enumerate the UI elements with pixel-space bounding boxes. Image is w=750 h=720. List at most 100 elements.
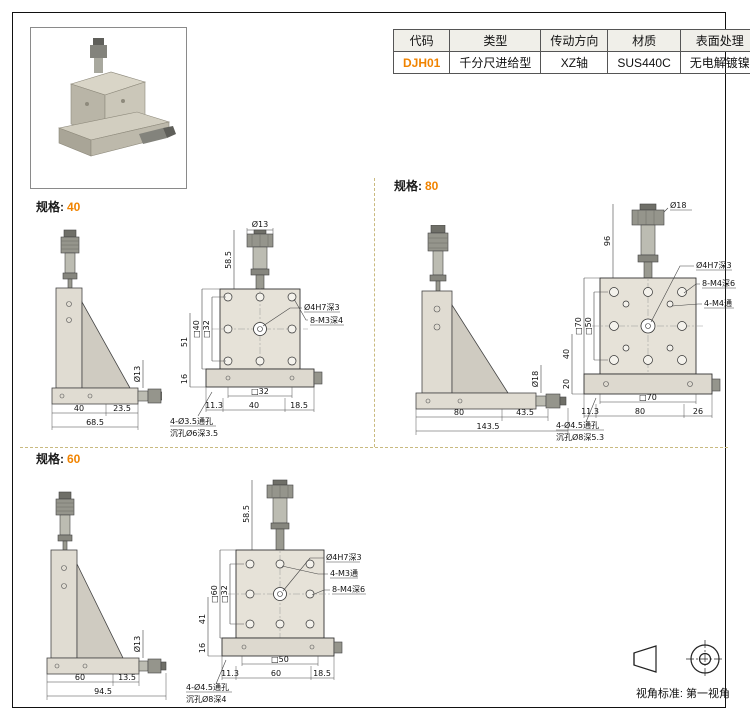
- center-hole-note: Ø4H7深3: [304, 302, 340, 312]
- base-stage: [51, 387, 139, 405]
- screw-hole-note: 8-M4深6: [702, 279, 735, 288]
- section-label-text: 规格:: [394, 179, 422, 193]
- dim-label: □32: [202, 320, 211, 338]
- dim-label: 11.3: [581, 407, 599, 416]
- dim-label: 96: [603, 236, 612, 246]
- dim-label: 23.5: [113, 404, 131, 413]
- dim-label: 26: [693, 407, 703, 416]
- photo-lower-stage: [57, 111, 171, 157]
- dim-label: 40: [562, 349, 571, 359]
- spec40-front-view: Ø13 58.5: [170, 219, 344, 438]
- dim-label: 18.5: [290, 401, 308, 410]
- top-diameter-callout: Ø18: [659, 200, 692, 217]
- dim-label: 60: [75, 673, 85, 682]
- cell-direction: XZ轴: [540, 51, 609, 74]
- product-photo-image: [57, 38, 176, 157]
- dim-label: 16: [180, 374, 189, 384]
- section-size-80: 80: [425, 179, 439, 193]
- base-stage: [46, 657, 140, 675]
- dim-label: 13.5: [118, 673, 136, 682]
- dim-label: 20: [562, 379, 571, 389]
- base-stage: [415, 392, 537, 410]
- horizontal-micrometer: [535, 393, 567, 409]
- base-dimensions: □32 11.3 40 18.5: [205, 387, 315, 412]
- section-label-40: 规格:40: [36, 198, 80, 215]
- left-dimensions: □40 □32 51 16: [180, 288, 226, 388]
- stem-height-dimension: 58.5: [224, 230, 235, 289]
- dashed-divider-horizontal: [20, 447, 728, 448]
- stem-height-dimension: 58.5: [242, 480, 253, 550]
- center-hole-note: Ø4H7深3: [696, 260, 732, 270]
- thru-hole-note: 4-M4通: [704, 298, 732, 308]
- photo-horizontal-micrometer: [139, 126, 176, 144]
- vertical-micrometer: [246, 229, 274, 290]
- cell-finish: 无电解镀镍: [679, 51, 750, 74]
- dim-label: □50: [271, 655, 289, 664]
- vertical-micrometer: [631, 203, 665, 279]
- vertical-micrometer: [427, 225, 449, 292]
- dim-label: 40: [74, 404, 84, 413]
- dim-label: □70: [574, 317, 583, 335]
- bottom-dimensions: 80 43.5 143.5: [415, 408, 569, 435]
- dim-label: 41: [198, 614, 207, 624]
- dim-label: 94.5: [94, 687, 112, 696]
- first-angle-cone-symbol: [633, 645, 657, 673]
- dim-label: Ø18: [670, 200, 686, 210]
- l-bracket: [421, 290, 509, 394]
- screw-hole-note: 8-M3深4: [310, 316, 343, 325]
- base-stage: [221, 637, 343, 657]
- section-label-80: 规格:80: [394, 177, 438, 194]
- section-label-text: 规格:: [36, 200, 64, 214]
- section-label-60: 规格:60: [36, 450, 80, 467]
- section-size-40: 40: [67, 200, 81, 214]
- hole-note-line2: 沉孔Ø8深4: [186, 694, 226, 704]
- spec-table-data-row: DJH01 千分尺进给型 XZ轴 SUS440C 无电解镀镍: [392, 51, 750, 74]
- screw-hole-note: 8-M4深6: [332, 585, 365, 594]
- dim-label: 43.5: [516, 408, 534, 417]
- projection-standard-footer: 视角标准: 第一视角: [626, 640, 740, 701]
- dim-label: 58.5: [224, 251, 233, 269]
- spec80-front-view: Ø18 96: [556, 200, 736, 442]
- first-angle-circle-symbol: [686, 640, 724, 678]
- dim-label: 18.5: [313, 669, 331, 678]
- dim-label: □32: [220, 585, 229, 603]
- projection-standard-label: 视角标准: 第一视角: [635, 688, 731, 700]
- dim-label: □32: [251, 387, 269, 396]
- dim-label: 16: [198, 643, 207, 653]
- thru-hole-note: 4-M3通: [330, 568, 358, 578]
- mounting-hole-note: 4-Ø4.5通孔 沉孔Ø8深4: [186, 659, 232, 704]
- horizontal-micrometer: [137, 388, 162, 404]
- cell-code: DJH01: [392, 51, 451, 74]
- top-plate: [212, 282, 308, 386]
- dim-label: 60: [271, 669, 281, 678]
- vertical-micrometer: [55, 491, 75, 551]
- hole-callouts: Ø4H7深3 8-M3深4: [262, 298, 344, 327]
- col-header-code: 代码: [392, 29, 451, 52]
- hole-callouts: Ø4H7深3 4-M3通 8-M4深6: [281, 552, 366, 596]
- stem-height-dimension: 96: [603, 204, 614, 278]
- hole-note-line1: 4-Ø4.5通孔: [186, 682, 229, 692]
- dim-label: 40: [249, 401, 259, 410]
- dim-label: Ø18: [530, 371, 540, 387]
- first-angle-symbols: [633, 640, 724, 678]
- hole-note-line1: 4-Ø4.5通孔: [556, 420, 599, 430]
- mounting-hole-note: 4-Ø3.5通孔 沉孔Ø6深3.5: [170, 391, 218, 438]
- product-photo-box: [30, 27, 187, 189]
- spec80-side-view: Ø18 80 43.5 143.5: [415, 225, 569, 435]
- base-stage: [205, 368, 323, 388]
- cell-type: 千分尺进给型: [449, 51, 542, 74]
- vertical-micrometer: [266, 479, 294, 551]
- spec40-side-view: Ø13 40 23.5 68.5: [51, 229, 162, 430]
- dim-label: 80: [454, 408, 464, 417]
- photo-vertical-micrometer: [90, 38, 107, 73]
- dim-label: □40: [192, 320, 201, 338]
- dim-label: 51: [180, 337, 189, 347]
- mounting-hole-note: 4-Ø4.5通孔 沉孔Ø8深5.3: [556, 397, 604, 442]
- dim-label: 11.3: [205, 401, 223, 410]
- diameter-dimension: Ø18: [530, 365, 542, 393]
- base-dimensions: □70 11.3 80 26: [581, 393, 713, 418]
- left-dimensions: □70 □50 40 20: [562, 277, 608, 395]
- hole-note-line1: 4-Ø3.5通孔: [170, 416, 213, 426]
- l-bracket: [55, 287, 131, 389]
- spec-table: 代码 类型 传动方向 材质 表面处理 DJH01 千分尺进给型 XZ轴 SUS4…: [392, 29, 750, 74]
